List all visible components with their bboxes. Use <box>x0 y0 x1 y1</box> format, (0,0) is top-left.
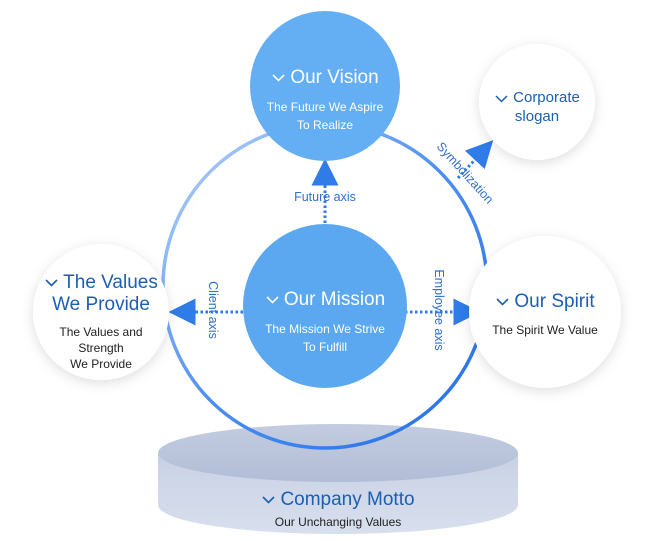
vision-circle <box>250 11 400 161</box>
employee-axis-label: Employee axis <box>432 269 446 351</box>
values-subtitle-line3: We Provide <box>70 357 132 371</box>
mission-label: Our Mission The Mission We Strive To Ful… <box>245 288 405 356</box>
values-circle <box>33 244 169 380</box>
future-axis-label: Future axis <box>294 190 356 204</box>
values-label: The Values We Provide The Values and Str… <box>31 272 171 372</box>
slogan-circle <box>479 44 595 160</box>
vision-title: Our Vision <box>290 67 379 88</box>
vision-subtitle-line1: The Future We Aspire <box>266 100 384 114</box>
mission-subtitle-line1: The Mission We Strive <box>265 322 385 336</box>
motto-subtitle: Our Unchanging Values <box>274 515 402 529</box>
slogan-title-line2: slogan <box>514 108 560 125</box>
chevron-down-icon <box>44 277 59 288</box>
values-title-line2: We Provide <box>52 294 150 315</box>
motto-label: Company Motto Our Unchanging Values <box>218 489 458 531</box>
motto-title: Company Motto <box>280 489 415 510</box>
slogan-title-line1: Corporate <box>513 89 580 106</box>
spirit-subtitle: The Spirit We Value <box>492 323 598 337</box>
mission-circle <box>243 224 407 388</box>
client-axis-label: Client axis <box>206 281 220 339</box>
mission-title: Our Mission <box>283 289 386 310</box>
values-title-line1: The Values <box>63 272 158 293</box>
motto-pedestal <box>158 424 518 534</box>
chevron-down-icon <box>494 93 509 104</box>
chevron-down-icon <box>265 294 280 305</box>
chevron-down-icon <box>261 494 276 505</box>
chevron-down-icon <box>495 296 510 307</box>
spirit-circle <box>469 236 621 388</box>
spirit-title: Our Spirit <box>514 291 595 312</box>
vision-subtitle-line2: To Realize <box>296 118 354 132</box>
mission-subtitle-line2: To Fulfill <box>302 340 347 354</box>
vision-label: Our Vision The Future We Aspire To Reali… <box>250 66 400 134</box>
slogan-label: Corporate slogan <box>477 88 597 126</box>
symbolization-arrow <box>456 140 494 180</box>
values-subtitle-line2: Strength <box>78 341 124 355</box>
chevron-down-icon <box>271 72 286 83</box>
spirit-label: Our Spirit The Spirit We Value <box>475 291 615 339</box>
values-subtitle-line1: The Values and <box>59 325 143 339</box>
